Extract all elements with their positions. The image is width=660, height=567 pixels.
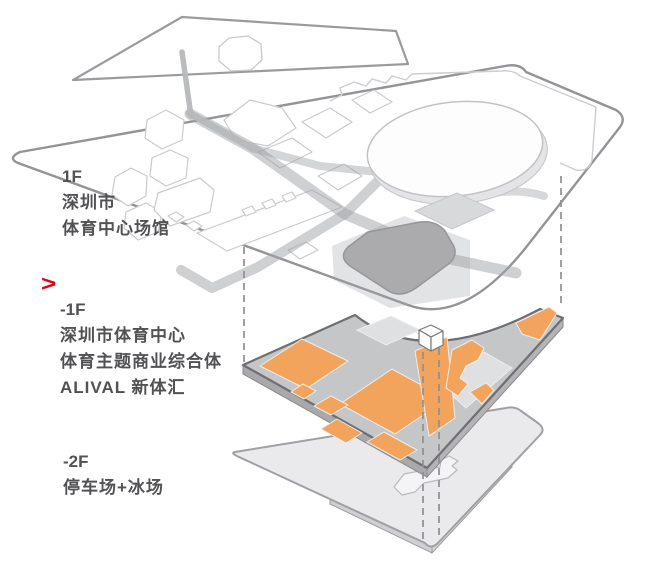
level-b2-floor: -2F bbox=[63, 452, 89, 471]
level-b1-plate bbox=[241, 306, 565, 479]
building-footprints bbox=[111, 89, 393, 260]
level-b2-line: 停车场+冰场 bbox=[63, 478, 164, 497]
roof-octagon bbox=[218, 35, 263, 72]
plaza-square bbox=[413, 192, 496, 230]
link-bridge bbox=[179, 49, 256, 152]
level-1f-line: 体育中心场馆 bbox=[62, 219, 170, 238]
b1-commercial-blocks bbox=[259, 306, 558, 461]
projection-lines bbox=[243, 176, 562, 544]
label-level-1f: 1F 深圳市 体育中心场馆 bbox=[62, 164, 170, 242]
level-b1-line: ALIVAL 新体汇 bbox=[60, 378, 186, 397]
level-1f-line: 深圳市 bbox=[62, 193, 116, 212]
setback-outline bbox=[329, 70, 597, 171]
level-1f-floor: 1F bbox=[62, 167, 82, 186]
level-b1-line: 深圳市体育中心 bbox=[60, 326, 186, 345]
level-1f-plane bbox=[11, 64, 624, 311]
b1-core-shaft bbox=[418, 324, 444, 352]
red-arrow-marker: > bbox=[41, 272, 57, 297]
label-level-b1: -1F 深圳市体育中心 体育主题商业综合体 ALIVAL 新体汇 bbox=[60, 297, 222, 401]
level-b1-floor: -1F bbox=[60, 300, 86, 319]
stadium-ellipse bbox=[366, 100, 548, 205]
label-level-b2: -2F 停车场+冰场 bbox=[63, 449, 164, 501]
roof-outline-plane bbox=[71, 15, 410, 82]
gymnasium-venue bbox=[342, 220, 456, 295]
level-b2-plate bbox=[232, 406, 544, 555]
level-b1-line: 体育主题商业综合体 bbox=[60, 352, 222, 371]
